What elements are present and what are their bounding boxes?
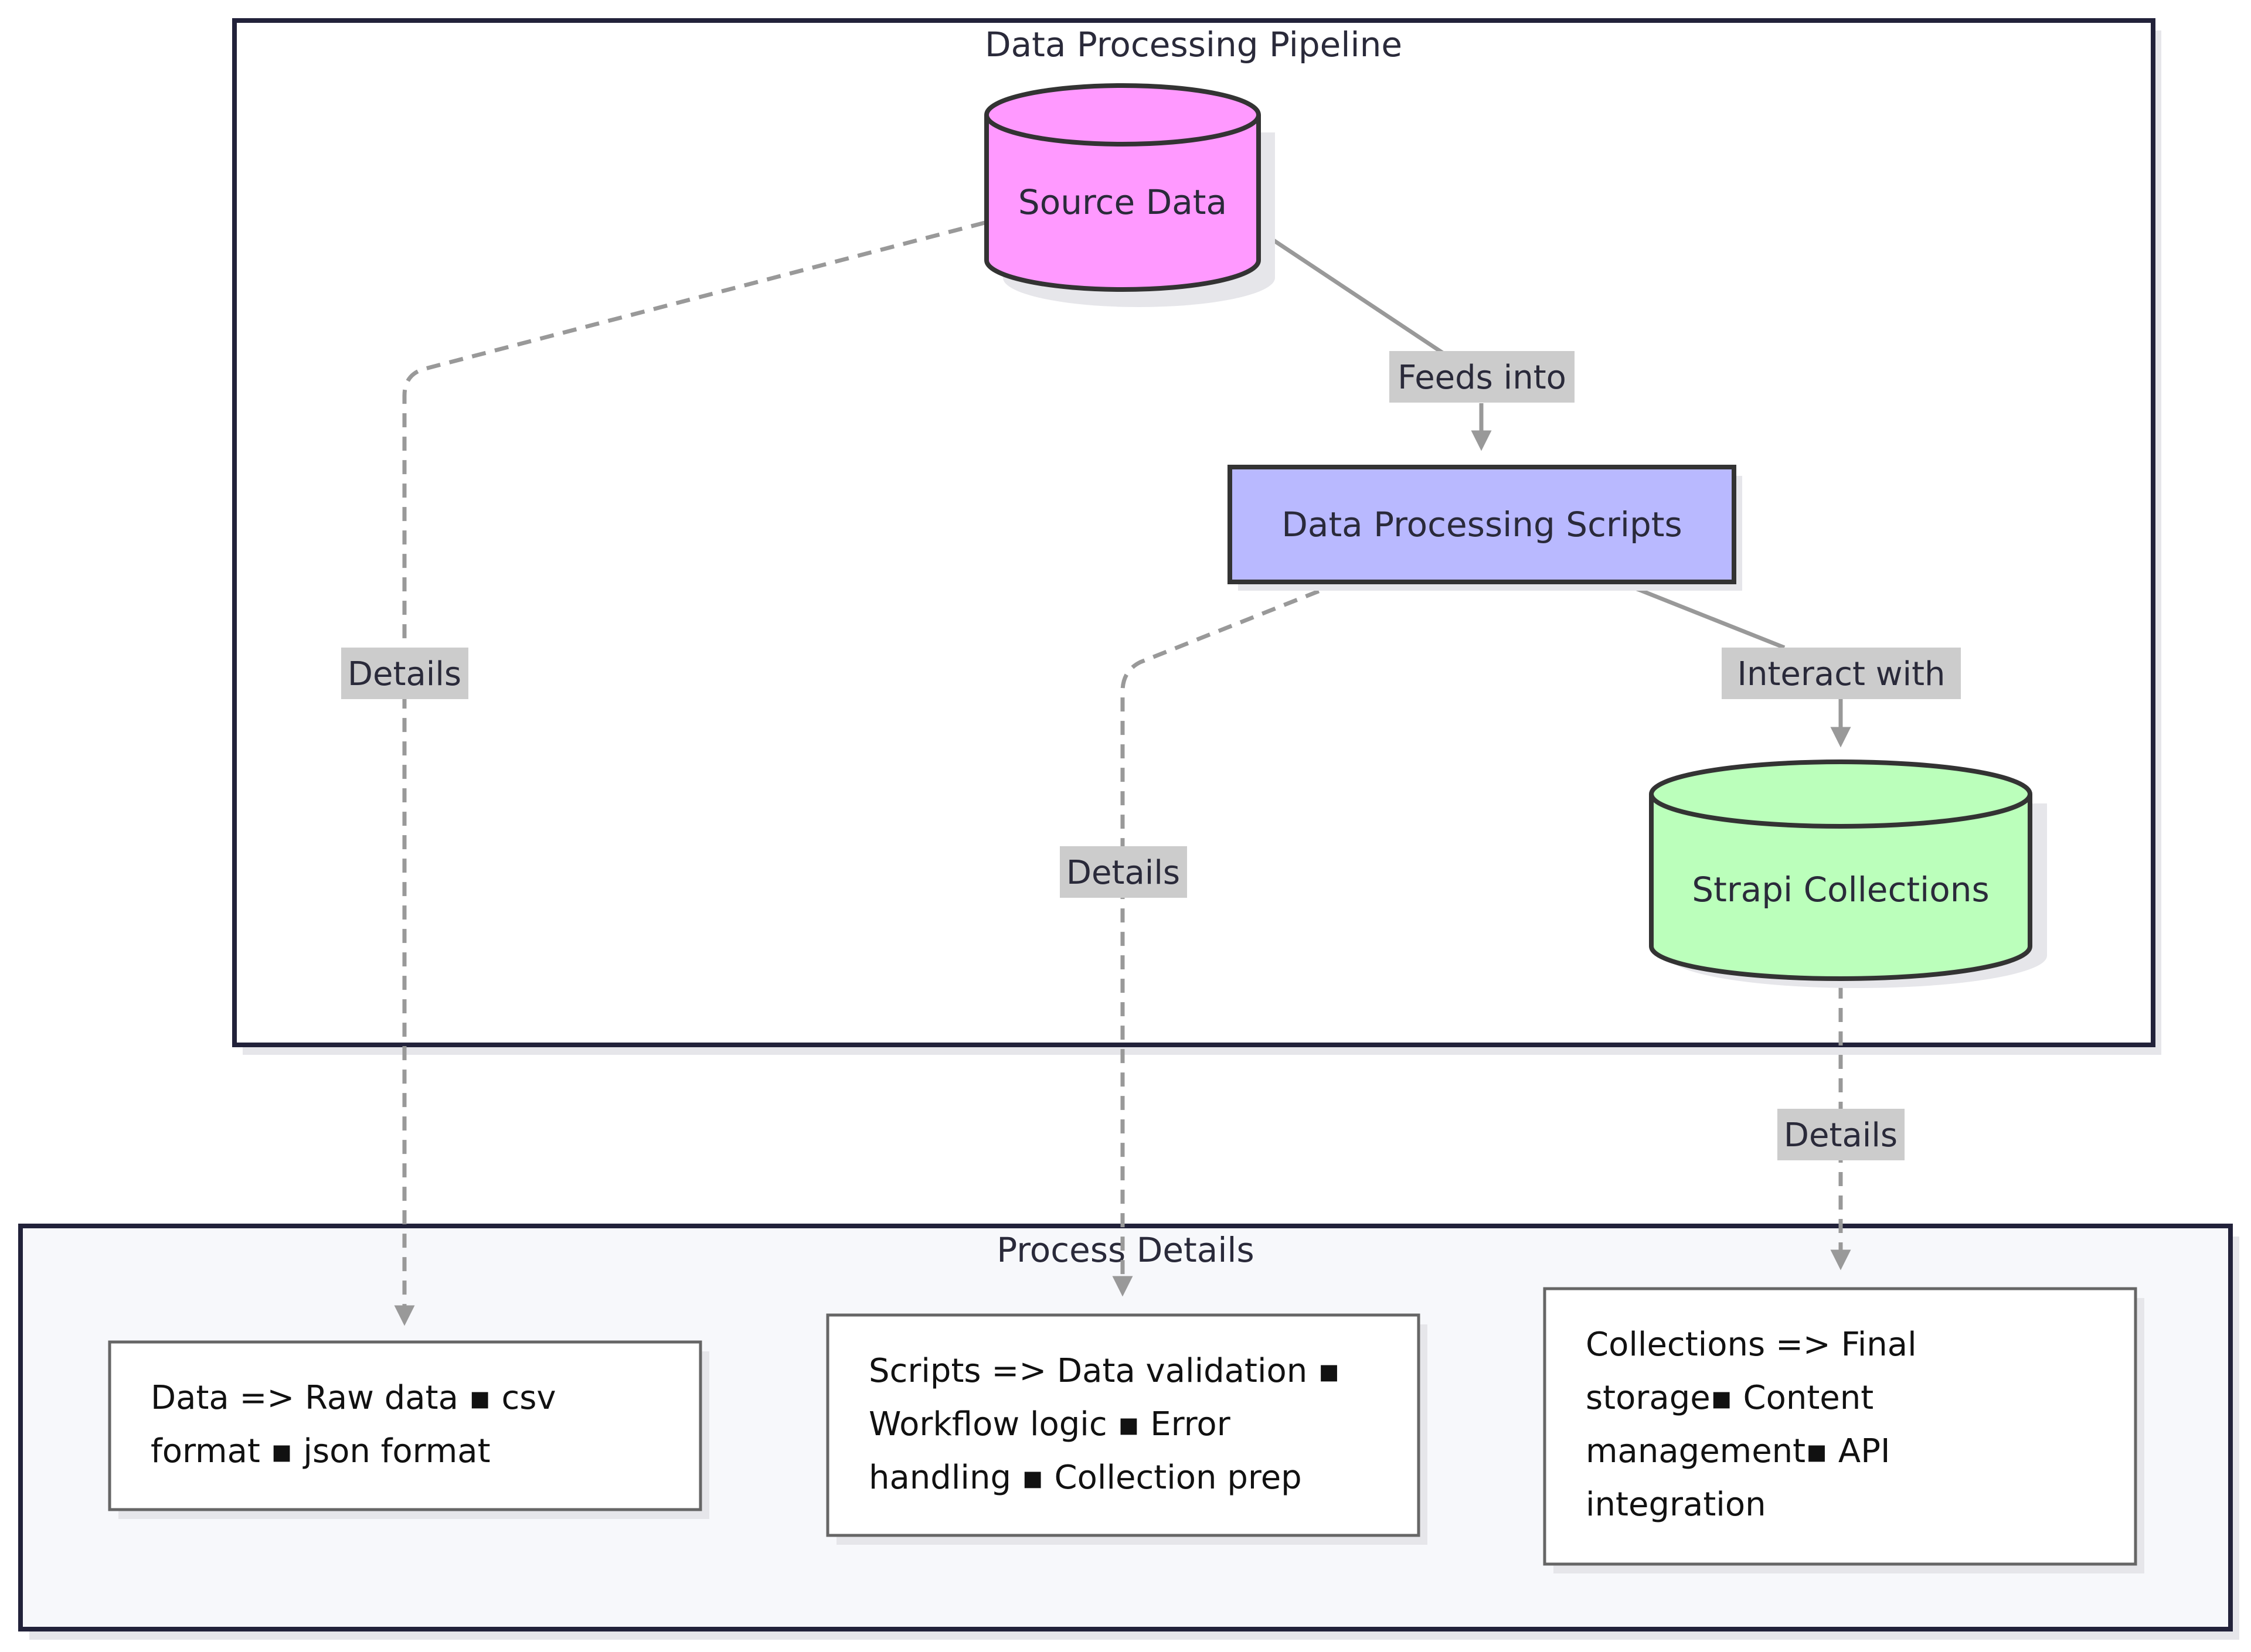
node-data-processing-scripts[interactable]: Data Processing Scripts — [1227, 465, 1742, 591]
node-strapi-collections-label: Strapi Collections — [1692, 870, 1989, 910]
edge-details-source — [394, 220, 985, 1326]
edge-feeds-into — [1259, 230, 1492, 451]
edge-label-interact-with-text: Interact with — [1737, 655, 1945, 693]
edge-label-details-source-text: Details — [348, 655, 461, 693]
edge-label-details-source: Details — [341, 648, 468, 699]
node-data-processing-scripts-label: Data Processing Scripts — [1281, 505, 1682, 544]
cluster-pipeline-title: Data Processing Pipeline — [985, 25, 1402, 64]
note-collections-line-3: management▪ API — [1586, 1432, 1890, 1470]
node-strapi-collections[interactable]: Strapi Collections — [1649, 759, 2047, 988]
node-source-data-label: Source Data — [1018, 182, 1227, 222]
edge-details-scripts — [1112, 580, 1342, 1297]
edge-label-feeds-into: Feeds into — [1389, 351, 1575, 403]
edge-label-details-scripts-text: Details — [1066, 854, 1180, 892]
cluster-details-title: Process Details — [997, 1230, 1254, 1270]
note-data-line-1: Data => Raw data ▪ csv — [151, 1379, 556, 1417]
note-scripts-line-1: Scripts => Data validation ▪ — [869, 1352, 1340, 1390]
edge-label-details-strapi-text: Details — [1784, 1116, 1898, 1154]
edge-label-details-scripts: Details — [1060, 846, 1187, 898]
note-scripts-line-2: Workflow logic ▪ Error — [869, 1405, 1231, 1443]
note-scripts: Scripts => Data validation ▪ Workflow lo… — [826, 1313, 1427, 1545]
node-source-data[interactable]: Source Data — [984, 83, 1275, 307]
edge-interact-with — [1620, 580, 1851, 748]
edge-label-details-strapi: Details — [1777, 1109, 1905, 1160]
edge-label-interact-with: Interact with — [1722, 648, 1961, 699]
note-collections-line-2: storage▪ Content — [1586, 1379, 1873, 1417]
note-scripts-line-3: handling ▪ Collection prep — [869, 1459, 1302, 1497]
note-collections-line-4: integration — [1586, 1486, 1766, 1524]
note-collections-line-1: Collections => Final — [1586, 1326, 1917, 1364]
note-data-line-2: format ▪ json format — [151, 1432, 491, 1470]
node-strapi-collections-body — [1649, 759, 2032, 981]
note-data: Data => Raw data ▪ csv format ▪ json for… — [108, 1340, 709, 1519]
node-source-data-body — [984, 83, 1261, 292]
node-data-processing-scripts-box — [1227, 465, 1736, 584]
note-collections: Collections => Final storage▪ Content ma… — [1543, 1287, 2144, 1573]
edge-label-feeds-into-text: Feeds into — [1397, 359, 1566, 397]
